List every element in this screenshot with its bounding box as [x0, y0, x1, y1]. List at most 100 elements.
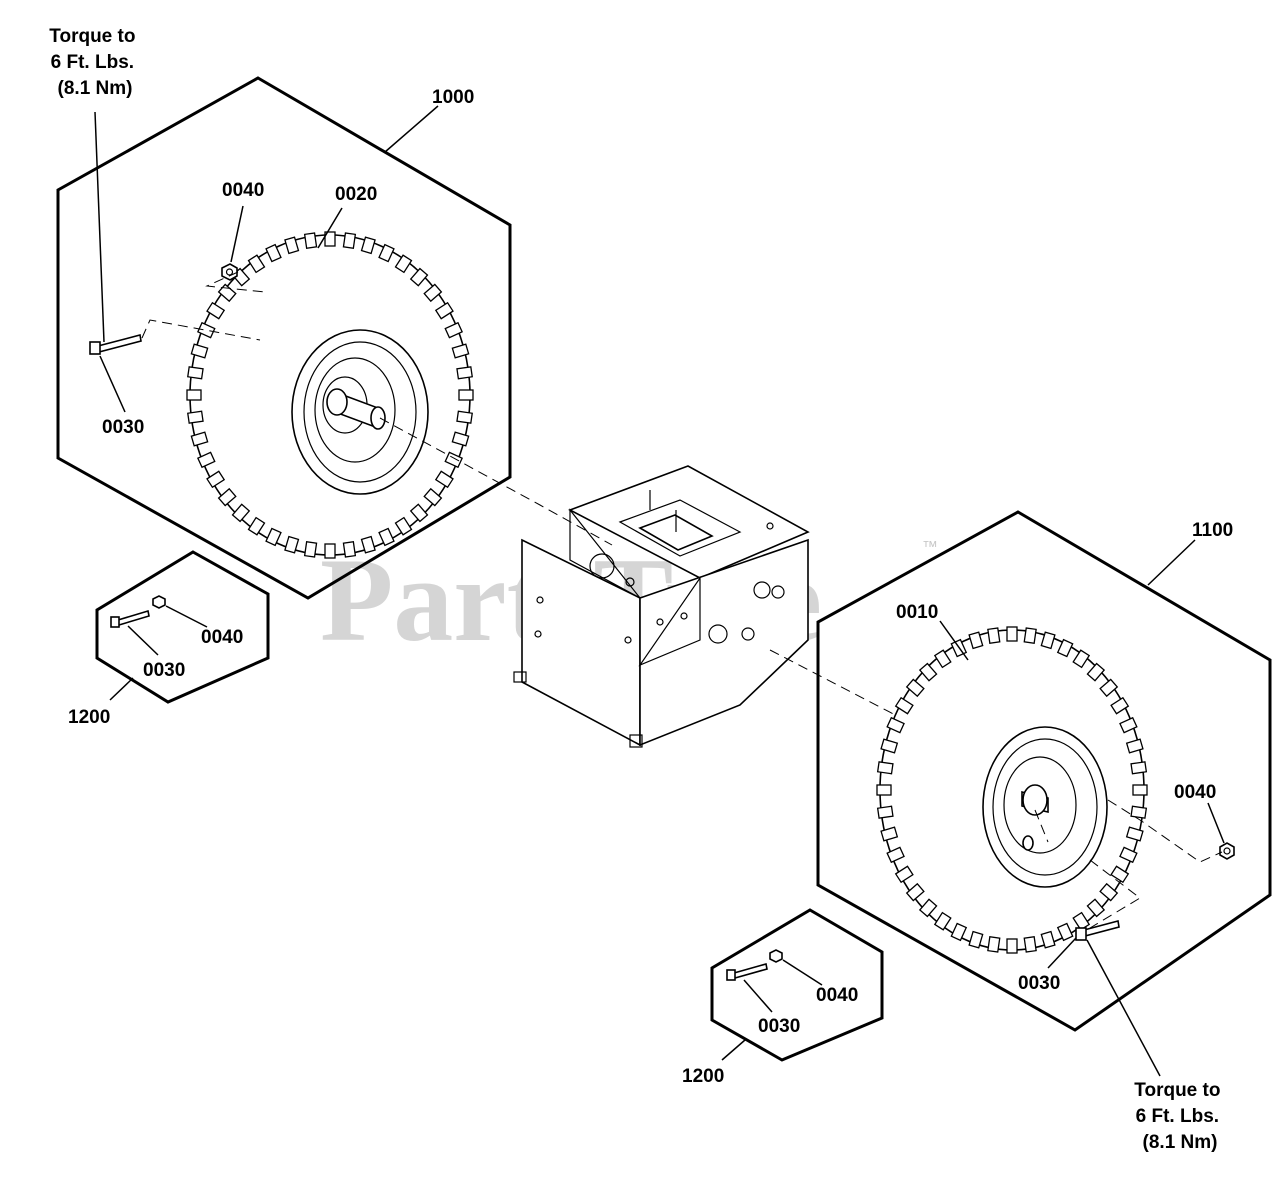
- tire-tread-block: [342, 541, 357, 558]
- tire-tread-block: [190, 431, 209, 447]
- tire-tread-block: [905, 678, 925, 698]
- tire-tread-block: [187, 366, 204, 380]
- tire-tread-block: [378, 527, 395, 547]
- tire-tread-block: [968, 930, 984, 949]
- kit-1200-right-outline: [710, 908, 884, 1062]
- tire-tread-block: [394, 254, 413, 274]
- left-wheel-nut: [221, 263, 238, 281]
- tire-tread-block: [231, 503, 251, 523]
- tire-tread-block: [206, 301, 226, 320]
- tire-tread-block: [1072, 649, 1091, 669]
- tire-tread-block: [876, 805, 894, 819]
- tire-tread-block: [265, 527, 282, 547]
- tire-tread-block: [1056, 638, 1074, 658]
- tire-tread-block: [918, 662, 938, 682]
- label-nut-0040-right: 0040: [1174, 782, 1216, 803]
- tire-tread-block: [987, 627, 1001, 644]
- label-tire-0020: 0020: [335, 184, 377, 205]
- label-assembly-1000: 1000: [432, 87, 474, 108]
- tire-tread-block: [950, 922, 968, 942]
- tire-tread-block: [880, 826, 899, 842]
- tire-tread-block: [1125, 826, 1144, 842]
- kit-1200-left: 0040 0030 1200: [68, 550, 270, 728]
- label-tire-0010: 0010: [896, 602, 938, 623]
- tire-tread-block: [1086, 662, 1106, 682]
- right-wheel-nut: [1219, 842, 1235, 860]
- label-nut-0040-kit-right: 0040: [816, 985, 858, 1006]
- tire-tread-block: [1040, 930, 1056, 949]
- tire-tread-block: [933, 911, 952, 931]
- tire-tread-block: [968, 631, 984, 650]
- tire-tread-block: [1119, 716, 1138, 734]
- tire-tread-block: [1130, 761, 1148, 775]
- torque-note-bottom: Torque to 6 Ft. Lbs. (8.1 Nm): [1134, 1080, 1225, 1153]
- label-assembly-1100: 1100: [1192, 520, 1233, 541]
- right-wheel-tire: [876, 626, 1148, 954]
- tire-tread-block: [444, 321, 464, 339]
- tire-tread-block: [394, 516, 413, 536]
- label-nut-0040-kit-left: 0040: [201, 627, 243, 648]
- tire-tread-block: [1072, 911, 1091, 931]
- tire-tread-block: [456, 366, 473, 380]
- tire-tread-block: [190, 343, 209, 359]
- label-nut-0040-left: 0040: [222, 180, 264, 201]
- tire-tread-block: [1130, 805, 1148, 819]
- assembly-1100-outline: [816, 510, 1272, 1032]
- tire-tread-block: [284, 535, 300, 554]
- tire-tread-block: [434, 470, 454, 489]
- tire-tread-block: [1125, 738, 1144, 754]
- tire-tread-block: [905, 882, 925, 902]
- tire-tread-block: [1110, 696, 1130, 715]
- tire-tread-block: [206, 470, 226, 489]
- watermark-trademark: ™: [922, 539, 938, 556]
- assembly-1000: 1000 0020 0040 0030 Torque to 6 Ft. Lbs.…: [49, 26, 613, 600]
- tire-tread-block: [1023, 627, 1037, 644]
- center-frame: [513, 465, 906, 748]
- tire-tread-block: [451, 431, 470, 447]
- tire-tread-block: [1086, 898, 1106, 918]
- tire-tread-block: [1099, 882, 1119, 902]
- tire-tread-block: [987, 936, 1001, 953]
- tire-tread-block: [423, 283, 443, 303]
- kit-1200-left-outline: [95, 550, 270, 704]
- tire-tread-block: [458, 389, 474, 401]
- tire-tread-block: [880, 738, 899, 754]
- tire-tread-block: [1006, 938, 1018, 954]
- tire-tread-block: [1099, 678, 1119, 698]
- left-wheel-tire: [186, 231, 474, 559]
- kit-1200-right: 0040 0030 1200: [682, 908, 884, 1087]
- tire-tread-block: [378, 243, 395, 263]
- tire-tread-block: [324, 231, 336, 247]
- assembly-1000-outline: [56, 76, 512, 600]
- tire-tread-block: [894, 865, 914, 884]
- tire-tread-block: [186, 389, 202, 401]
- tire-tread-block: [451, 343, 470, 359]
- label-bolt-0030-kit-left: 0030: [143, 660, 185, 681]
- tire-tread-block: [196, 321, 216, 339]
- label-kit-1200-left: 1200: [68, 707, 110, 728]
- tire-tread-block: [918, 898, 938, 918]
- label-bolt-0030-right: 0030: [1018, 973, 1060, 994]
- tire-tread-block: [444, 451, 464, 469]
- tire-tread-block: [284, 236, 300, 255]
- tire-tread-block: [196, 451, 216, 469]
- tire-tread-block: [876, 784, 892, 796]
- label-kit-1200-right: 1200: [682, 1066, 724, 1087]
- tire-tread-block: [217, 487, 237, 507]
- tire-tread-block: [303, 541, 318, 558]
- tire-tread-block: [187, 410, 204, 424]
- tire-tread-block: [876, 761, 894, 775]
- tire-tread-block: [933, 649, 952, 669]
- tire-tread-block: [894, 696, 914, 715]
- tire-tread-block: [265, 243, 282, 263]
- tire-tread-block: [303, 232, 318, 249]
- tire-tread-block: [324, 543, 336, 559]
- tire-tread-block: [217, 283, 237, 303]
- tire-tread-block: [247, 516, 266, 536]
- assembly-1100: 1100 0010 0040 0030 Torque to 6 Ft. Lbs.…: [816, 510, 1272, 1153]
- tire-tread-block: [423, 487, 443, 507]
- label-bolt-0030-left: 0030: [102, 417, 144, 438]
- tire-tread-block: [1023, 936, 1037, 953]
- tire-tread-block: [1006, 626, 1018, 642]
